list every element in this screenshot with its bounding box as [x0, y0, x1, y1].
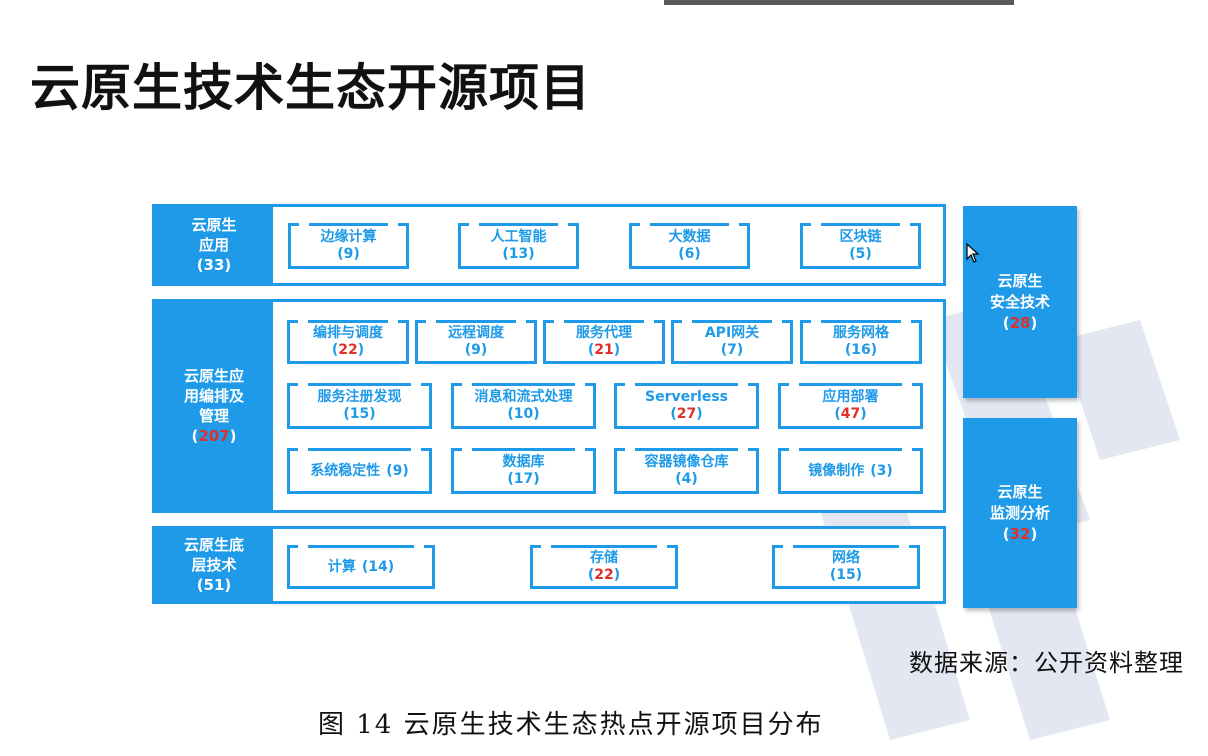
- box-name: 数据库: [502, 454, 545, 470]
- side-panel-monitoring: 云原生 监测分析 (32): [963, 418, 1077, 608]
- label-line: 层技术: [191, 556, 237, 574]
- box-system-stability: 系统稳定性 (9): [287, 448, 432, 494]
- box-value: (9): [464, 342, 488, 358]
- box-value: (4): [675, 471, 698, 487]
- label-line: 监测分析: [989, 503, 1050, 522]
- box-value: (3): [870, 462, 893, 479]
- box-image-building: 镜像制作 (3): [778, 448, 923, 494]
- box-name: 服务注册发现: [317, 389, 402, 405]
- label-line: 安全技术: [989, 292, 1050, 311]
- box-value: (9): [337, 246, 360, 262]
- mouse-cursor-icon: [966, 243, 980, 263]
- box-name: 远程调度: [448, 325, 504, 341]
- box-name: 计算: [327, 558, 356, 575]
- layer-count: (33): [196, 256, 232, 274]
- box-name: 大数据: [668, 229, 711, 245]
- box-value: (10): [507, 406, 540, 422]
- layer-count: (51): [196, 576, 232, 594]
- box-service-proxy: 服务代理 (21): [543, 320, 665, 364]
- box-edge-computing: 边缘计算 (9): [288, 223, 409, 269]
- label-line: 云原生: [997, 271, 1043, 290]
- layer-label-management: 云原生应 用编排及 管理 (207): [155, 302, 273, 510]
- box-service-mesh: 服务网格 (16): [800, 320, 922, 364]
- box-name: 镜像制作: [808, 462, 865, 479]
- box-value: (47): [834, 406, 867, 422]
- box-name: 编排与调度: [313, 325, 383, 341]
- box-name: API网关: [704, 325, 760, 341]
- box-big-data: 大数据 (6): [629, 223, 750, 269]
- box-name: Serverless: [645, 389, 728, 405]
- box-name: 人工智能: [490, 229, 547, 245]
- box-value: (5): [849, 246, 872, 262]
- label-line: 管理: [198, 407, 229, 425]
- box-serverless: Serverless (27): [614, 383, 759, 429]
- box-value: (22): [587, 567, 621, 583]
- layer-cloud-native-application: 云原生 应用 (33) 边缘计算 (9) 人工智能 (13) 大数据 (6) 区…: [152, 204, 946, 286]
- box-name: 应用部署: [822, 389, 879, 405]
- box-value: (17): [507, 471, 540, 487]
- box-value: (9): [386, 462, 409, 479]
- box-compute: 计算 (14): [287, 545, 435, 589]
- top-bar: [664, 0, 1014, 5]
- side-count: (32): [1002, 524, 1038, 543]
- box-name: 边缘计算: [320, 229, 377, 245]
- box-messaging-streaming: 消息和流式处理 (10): [451, 383, 596, 429]
- box-value: (15): [343, 406, 376, 422]
- label-line: 云原生底: [183, 536, 244, 554]
- box-name: 区块链: [839, 229, 882, 245]
- box-storage: 存储 (22): [530, 545, 678, 589]
- box-blockchain: 区块链 (5): [800, 223, 921, 269]
- layer-orchestration-management: 云原生应 用编排及 管理 (207) 编排与调度 (22) 远程调度 (9) 服…: [152, 299, 946, 513]
- box-name: 容器镜像仓库: [644, 454, 729, 470]
- page-title: 云原生技术生态开源项目: [30, 59, 591, 117]
- box-value: (16): [844, 342, 878, 358]
- layer-infrastructure: 云原生底 层技术 (51) 计算 (14) 存储 (22) 网络 (15): [152, 526, 946, 604]
- box-api-gateway: API网关 (7): [671, 320, 793, 364]
- box-orchestration-scheduling: 编排与调度 (22): [287, 320, 409, 364]
- label-line: 用编排及: [183, 387, 244, 405]
- figure-caption: 图 14 云原生技术生态热点开源项目分布: [318, 710, 824, 740]
- box-ai: 人工智能 (13): [458, 223, 579, 269]
- box-value: (15): [829, 567, 863, 583]
- data-source-note: 数据来源：公开资料整理: [909, 649, 1184, 677]
- box-name: 网络: [832, 550, 860, 566]
- label-line: 应用: [198, 236, 229, 254]
- box-container-registry: 容器镜像仓库 (4): [614, 448, 759, 494]
- box-value: (7): [720, 342, 744, 358]
- box-remote-scheduling: 远程调度 (9): [415, 320, 537, 364]
- box-value: (22): [331, 342, 365, 358]
- box-value: (14): [361, 558, 395, 575]
- box-service-discovery: 服务注册发现 (15): [287, 383, 432, 429]
- box-value: (27): [670, 406, 703, 422]
- box-name: 消息和流式处理: [474, 389, 573, 405]
- layer-label-application: 云原生 应用 (33): [155, 207, 273, 283]
- box-name: 存储: [590, 550, 618, 566]
- box-database: 数据库 (17): [451, 448, 596, 494]
- box-name: 服务代理: [576, 325, 632, 341]
- box-name: 系统稳定性: [310, 462, 381, 479]
- box-app-deployment: 应用部署 (47): [778, 383, 923, 429]
- side-count: (28): [1002, 313, 1038, 332]
- side-panel-security: 云原生 安全技术 (28): [963, 206, 1077, 398]
- layer-count: (207): [191, 427, 237, 445]
- box-value: (13): [502, 246, 535, 262]
- box-name: 服务网格: [833, 325, 889, 341]
- layer-label-infrastructure: 云原生底 层技术 (51): [155, 529, 273, 601]
- layer-count-number: 207: [198, 427, 230, 445]
- label-line: 云原生: [997, 482, 1043, 501]
- box-value: (6): [678, 246, 701, 262]
- label-line: 云原生应: [183, 367, 244, 385]
- label-line: 云原生: [191, 216, 237, 234]
- box-network: 网络 (15): [772, 545, 920, 589]
- box-value: (21): [587, 342, 621, 358]
